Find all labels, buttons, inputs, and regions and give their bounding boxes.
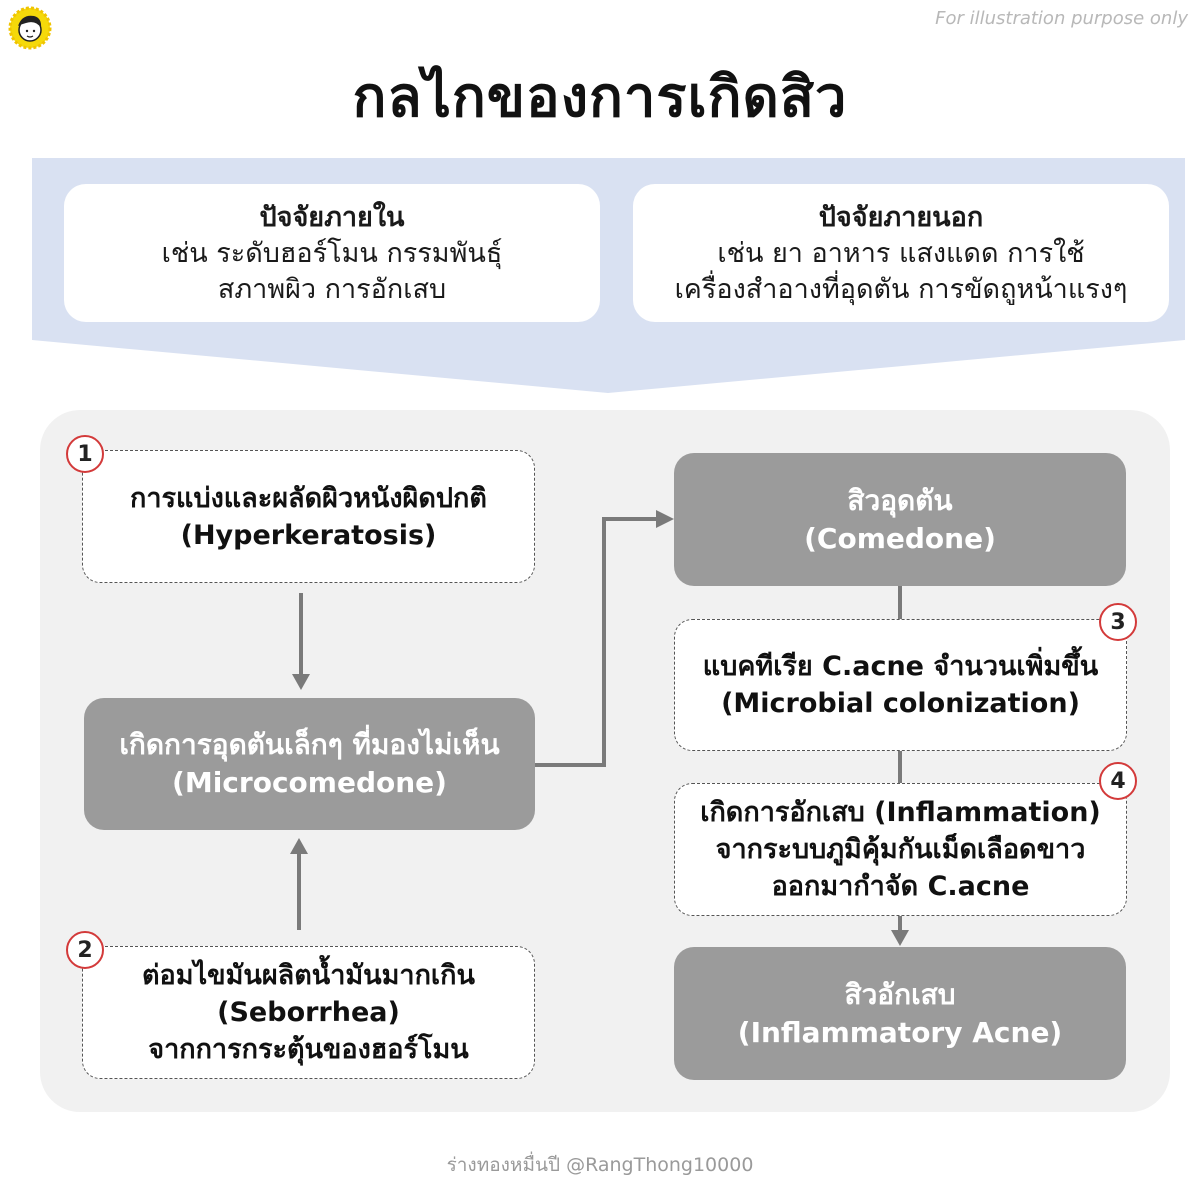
inflammation-line-3: ออกมากำจัด C.acne (771, 871, 1030, 902)
microcomedone-box: เกิดการอุดตันเล็กๆ ที่มองไม่เห็น (Microc… (84, 698, 535, 830)
inflammatory-english: (Inflammatory Acne) (737, 1015, 1063, 1049)
step-4-badge: 4 (1099, 762, 1137, 800)
external-factors-box: ปัจจัยภายนอก เช่น ยา อาหาร แสงแดด การใช้… (633, 184, 1169, 322)
internal-factors-line: เช่น ระดับฮอร์โมน กรรมพันธุ์ (161, 238, 503, 269)
microcomedone-english: (Microcomedone) (172, 766, 447, 799)
comedone-english: (Comedone) (804, 521, 996, 555)
arrowhead-right (656, 510, 674, 528)
external-factors-heading: ปัจจัยภายนอก (818, 202, 984, 233)
arrow-microcomedone-to-comedone (535, 517, 660, 767)
internal-factors-box: ปัจจัยภายใน เช่น ระดับฮอร์โมน กรรมพันธุ์… (64, 184, 600, 322)
microbial-colonization-box: แบคทีเรีย C.acne จำนวนเพิ่มขึ้น (Microbi… (674, 619, 1127, 751)
arrowhead-down-4 (891, 930, 909, 946)
comedone-thai: สิวอุดตัน (847, 483, 953, 517)
microcomedone-thai: เกิดการอุดตันเล็กๆ ที่มองไม่เห็น (119, 728, 500, 761)
seborrhea-cause: จากการกระตุ้นของฮอร์โมน (148, 1034, 469, 1065)
arrowhead-down-1 (292, 674, 310, 690)
external-factors-line: เช่น ยา อาหาร แสงแดด การใช้ (717, 238, 1085, 269)
microbial-thai: แบคทีเรีย C.acne จำนวนเพิ่มขึ้น (702, 651, 1099, 682)
step-3-badge: 3 (1099, 603, 1137, 641)
hyperkeratosis-thai: การแบ่งและผลัดผิวหนังผิดปกติ (130, 482, 487, 514)
microbial-english: (Microbial colonization) (721, 688, 1080, 719)
cartoon-face-logo-icon (8, 6, 52, 50)
internal-factors-line: สภาพผิว การอักเสบ (217, 274, 447, 305)
arrowhead-up-2 (290, 838, 308, 854)
step-2-badge: 2 (66, 931, 104, 969)
page-title: กลไกของการเกิดสิว (352, 65, 848, 130)
inflammation-line-2: จากระบบภูมิคุ้มกันเม็ดเลือดขาว (715, 834, 1086, 865)
hyperkeratosis-english: (Hyperkeratosis) (180, 519, 437, 551)
seborrhea-box: ต่อมไขมันผลิตน้ำมันมากเกิน (Seborrhea) จ… (82, 946, 535, 1079)
inflammation-box: เกิดการอักเสบ (Inflammation) จากระบบภูมิ… (674, 783, 1127, 916)
seborrhea-thai: ต่อมไขมันผลิตน้ำมันมากเกิน (142, 960, 475, 991)
disclaimer-text: For illustration purpose only (935, 8, 1188, 29)
inflammatory-thai: สิวอักเสบ (844, 977, 956, 1011)
hyperkeratosis-box: การแบ่งและผลัดผิวหนังผิดปกติ (Hyperkerat… (82, 450, 535, 583)
step-1-badge: 1 (66, 435, 104, 473)
seborrhea-english: (Seborrhea) (217, 997, 400, 1028)
inflammatory-acne-box: สิวอักเสบ (Inflammatory Acne) (674, 947, 1126, 1080)
internal-factors-heading: ปัจจัยภายใน (259, 202, 405, 233)
comedone-box: สิวอุดตัน (Comedone) (674, 453, 1126, 586)
inflammation-line-1: เกิดการอักเสบ (Inflammation) (700, 797, 1101, 828)
external-factors-line: เครื่องสำอางที่อุดตัน การขัดถูหน้าแรงๆ (674, 274, 1128, 305)
footer-credit: ร่างทองหมื่นปี @RangThong10000 (446, 1154, 754, 1176)
